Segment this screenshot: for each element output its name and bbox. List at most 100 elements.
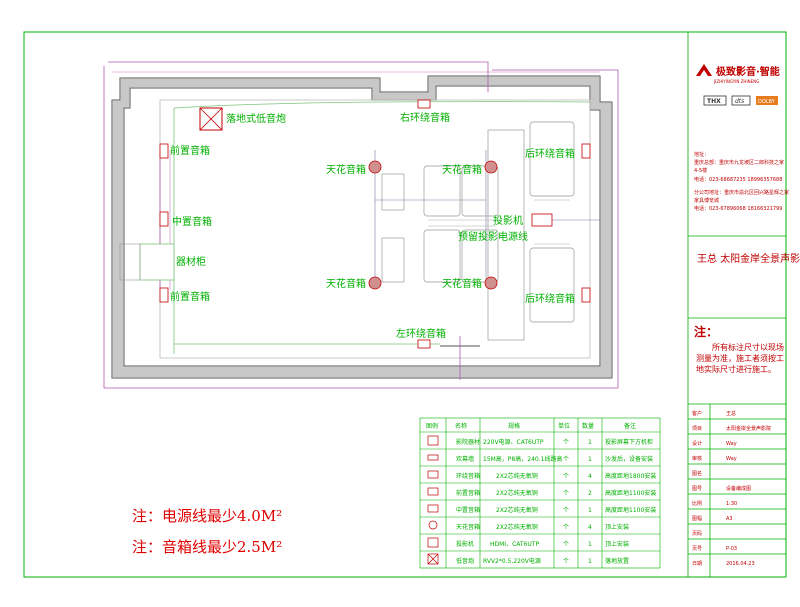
certification-logos-icon xyxy=(703,95,778,106)
svg-text:重庆总部：重庆市九龙坡区二郎科技之家: 重庆总部：重庆市九龙坡区二郎科技之家 xyxy=(694,159,784,166)
svg-text:日期: 日期 xyxy=(692,561,702,567)
svg-text:环绕音箱: 环绕音箱 xyxy=(456,472,480,480)
svg-text:审核: 审核 xyxy=(692,455,702,462)
svg-text:2016.04.23: 2016.04.23 xyxy=(726,561,755,567)
label-ceiling-2: 天花音箱 xyxy=(442,163,482,176)
label-right-surround: 右环绕音箱 xyxy=(400,111,450,124)
svg-text:4: 4 xyxy=(588,473,592,480)
svg-text:1:30: 1:30 xyxy=(726,501,737,507)
svg-text:投影屏幕下方机柜: 投影屏幕下方机柜 xyxy=(605,438,653,446)
svg-text:比例: 比例 xyxy=(692,500,702,507)
legend-table xyxy=(419,417,661,569)
svg-text:电话：023-67896068 18166321799: 电话：023-67896068 18166321799 xyxy=(694,205,782,212)
svg-text:王总: 王总 xyxy=(726,410,736,417)
svg-text:1: 1 xyxy=(588,439,592,446)
project-name: 王总 太阳金岸全景声影院 xyxy=(697,252,800,265)
label-rear-top: 后环绕音箱 xyxy=(525,147,575,160)
svg-text:顶上安装: 顶上安装 xyxy=(605,540,629,548)
svg-text:Way: Way xyxy=(726,441,737,447)
label-front-bottom: 前置音箱 xyxy=(170,290,210,303)
svg-text:2X2芯纯无氧铜: 2X2芯纯无氧铜 xyxy=(496,489,538,497)
svg-text:1: 1 xyxy=(588,456,592,463)
note-speaker-cable: 注：音箱线最少2.5M² xyxy=(132,538,282,556)
label-left-surround: 左环绕音箱 xyxy=(396,327,446,340)
svg-text:家具博览城: 家具博览城 xyxy=(694,197,719,204)
note-text-container: 所有标注尺寸以现场测量为准，施工者须按工地实际尺寸进行施工。 xyxy=(696,343,784,374)
svg-text:个: 个 xyxy=(563,473,569,480)
svg-text:设备编成图: 设备编成图 xyxy=(726,485,751,492)
logo-dolby: DOLBY xyxy=(758,99,776,105)
svg-text:太阳金岸全景声影院: 太阳金岸全景声影院 xyxy=(726,425,771,432)
svg-text:低音炮: 低音炮 xyxy=(456,557,474,565)
drawing-frame xyxy=(23,31,787,578)
svg-text:个: 个 xyxy=(563,456,569,463)
svg-text:2X2芯纯无氧铜: 2X2芯纯无氧铜 xyxy=(496,472,538,480)
svg-text:个: 个 xyxy=(563,439,569,446)
logo-dts: dts xyxy=(735,98,744,105)
svg-text:图名: 图名 xyxy=(692,470,702,477)
svg-text:分公司地址：重庆市渝北区回兴路星辉之家: 分公司地址：重庆市渝北区回兴路星辉之家 xyxy=(694,189,789,196)
label-projector-power: 预留投影电源线 xyxy=(458,230,528,243)
svg-text:高度距地1100安装: 高度距地1100安装 xyxy=(605,489,656,497)
svg-text:4-5楼: 4-5楼 xyxy=(694,167,707,174)
label-ceiling-1: 天花音箱 xyxy=(326,163,366,176)
svg-text:前置音箱: 前置音箱 xyxy=(456,489,480,497)
svg-text:投影机: 投影机 xyxy=(456,540,474,548)
svg-text:A3: A3 xyxy=(726,516,733,522)
svg-text:220V电源、CAT6UTP: 220V电源、CAT6UTP xyxy=(483,438,544,446)
svg-text:图幅: 图幅 xyxy=(692,515,702,522)
note-title: 注： xyxy=(694,324,718,339)
svg-text:落地放置: 落地放置 xyxy=(605,557,629,565)
svg-text:页号: 页号 xyxy=(692,546,702,552)
svg-text:个: 个 xyxy=(563,490,569,497)
note-power-cable: 注：电源线最少4.0M² xyxy=(132,507,282,525)
logo-thx: THX xyxy=(707,98,721,105)
svg-text:个: 个 xyxy=(563,541,569,548)
svg-text:天花音箱: 天花音箱 xyxy=(456,523,480,531)
svg-text:2: 2 xyxy=(588,490,592,497)
label-ceiling-3: 天花音箱 xyxy=(326,277,366,290)
svg-text:名称: 名称 xyxy=(455,422,467,430)
svg-text:顶上安装: 顶上安装 xyxy=(605,523,629,531)
svg-text:个: 个 xyxy=(563,558,569,565)
svg-text:2X2芯纯无氧铜: 2X2芯纯无氧铜 xyxy=(496,523,538,531)
label-rack: 器材柜 xyxy=(176,255,206,268)
svg-text:个: 个 xyxy=(563,507,569,514)
svg-text:中置音箱: 中置音箱 xyxy=(456,506,480,514)
label-center: 中置音箱 xyxy=(172,215,212,228)
svg-text:1: 1 xyxy=(588,558,592,565)
svg-text:高度距地1100安装: 高度距地1100安装 xyxy=(605,506,656,514)
legend-symbols xyxy=(427,435,439,565)
svg-text:图号: 图号 xyxy=(692,486,702,492)
svg-text:设计: 设计 xyxy=(692,440,702,447)
svg-text:影院器材: 影院器材 xyxy=(456,438,480,446)
company-address: 地址： 重庆总部：重庆市九龙坡区二郎科技之家 4-5楼 电话：023-68687… xyxy=(694,151,789,212)
svg-text:地址：: 地址： xyxy=(694,151,709,158)
label-subwoofer: 落地式低音炮 xyxy=(226,112,286,125)
svg-text:电话：023-68687235 18996357688: 电话：023-68687235 18996357688 xyxy=(694,176,782,183)
legend-header: 图例 名称 规格 单位 数量 备注 xyxy=(426,422,636,430)
label-front-top: 前置音箱 xyxy=(170,144,210,157)
svg-text:欢幕墙: 欢幕墙 xyxy=(456,455,474,463)
svg-text:15M高，P8高，240.1线路高: 15M高，P8高，240.1线路高 xyxy=(483,455,562,463)
svg-text:个: 个 xyxy=(563,524,569,531)
svg-text:规格: 规格 xyxy=(508,422,520,430)
brand-subtitle: JIZHIYINGYIN·ZHINENG xyxy=(713,79,759,84)
label-rear-bottom: 后环绕音箱 xyxy=(525,292,575,305)
svg-text:4: 4 xyxy=(588,524,592,531)
label-projector: 投影机 xyxy=(493,214,523,227)
svg-text:1: 1 xyxy=(588,541,592,548)
svg-text:HDMI、CAT6UTP: HDMI、CAT6UTP xyxy=(490,541,539,548)
svg-text:P-03: P-03 xyxy=(726,546,737,552)
svg-text:2X2芯纯无氧铜: 2X2芯纯无氧铜 xyxy=(496,506,538,514)
svg-text:RVV2*0.5,220V电源: RVV2*0.5,220V电源 xyxy=(483,557,541,565)
svg-text:沙发后，设备安装: 沙发后，设备安装 xyxy=(605,455,653,463)
svg-text:项目: 项目 xyxy=(692,426,702,432)
svg-text:数量: 数量 xyxy=(582,422,594,430)
svg-text:客户: 客户 xyxy=(692,410,702,417)
svg-text:1: 1 xyxy=(588,507,592,514)
brand-logo-icon xyxy=(696,64,712,76)
brand-name: 极致影音·智能 xyxy=(716,65,780,78)
